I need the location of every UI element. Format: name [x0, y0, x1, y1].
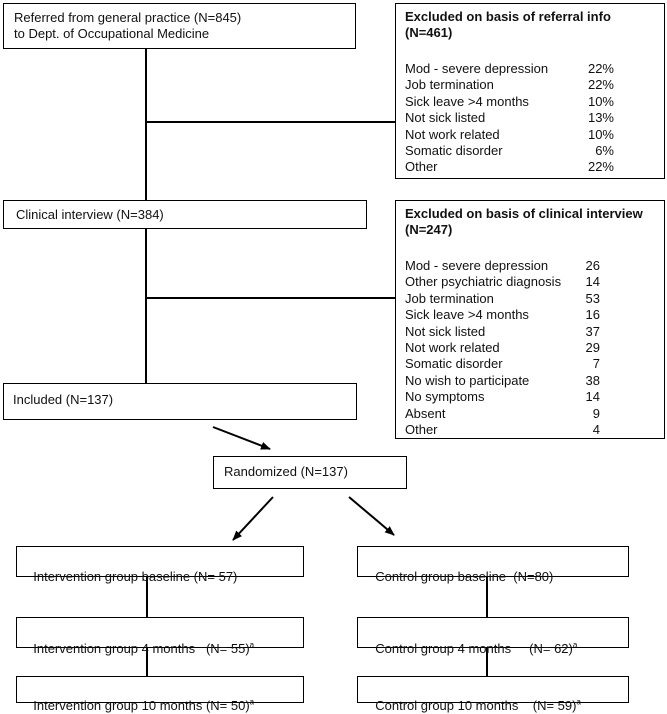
item-value: 14 — [585, 274, 600, 290]
randomized-label: Randomized (N=137) — [224, 464, 348, 479]
control-10m-box: Control group 10 months (N= 59)a — [357, 676, 629, 713]
list-item: Sick leave >4 months 16 — [405, 307, 600, 323]
intervention-baseline-label: Intervention group baseline (N= 57) — [33, 569, 238, 584]
item-label: Sick leave >4 months — [405, 93, 529, 109]
item-label: Sick leave >4 months — [405, 307, 529, 323]
item-value: 6% — [595, 142, 614, 158]
list-item: Somatic disorder 6% — [405, 143, 614, 159]
list-item: Absent 9 — [405, 406, 600, 422]
item-label: No symptoms — [405, 389, 485, 405]
excluded-interview-box: Excluded on basis of clinical interview … — [395, 200, 665, 439]
item-value: 10% — [587, 93, 614, 109]
item-label: Somatic disorder — [405, 356, 503, 372]
clinical-interview-box: Clinical interview (N=384) — [3, 200, 367, 229]
item-label: Somatic disorder — [405, 142, 503, 158]
clinical-interview-label: Clinical interview (N=384) — [16, 207, 164, 222]
item-value: 38 — [585, 372, 600, 388]
list-item: Other psychiatric diagnosis 14 — [405, 274, 600, 290]
included-label: Included (N=137) — [13, 392, 114, 407]
referred-line-1: Referred from general practice (N=845) — [14, 10, 242, 25]
footnote-marker: a — [249, 640, 255, 650]
footnote-marker: a — [576, 697, 581, 707]
control-10m-label: Control group 10 months (N= 59) — [375, 698, 577, 713]
item-value: 16 — [585, 307, 600, 323]
item-value: 14 — [585, 389, 600, 405]
control-4m-box: Control group 4 months (N= 62)a — [357, 617, 629, 656]
list-item: Mod - severe depression 22% — [405, 61, 614, 77]
item-value: 22% — [587, 61, 614, 76]
item-value: 10% — [587, 126, 614, 142]
item-value: 22% — [587, 159, 614, 175]
intervention-4m-box: Intervention group 4 months (N= 55)a — [16, 617, 304, 656]
item-label: Not sick listed — [405, 110, 486, 126]
item-label: Mod - severe depression — [405, 258, 549, 273]
list-item: Not sick listed 37 — [405, 324, 600, 340]
list-item: Job termination 53 — [405, 291, 600, 307]
item-label: Not sick listed — [405, 323, 486, 339]
item-label: Not work related — [405, 126, 500, 142]
list-item: Mod - severe depression 26 — [405, 258, 600, 274]
intervention-10m-label: Intervention group 10 months (N= 50) — [33, 698, 250, 713]
intervention-10m-box: Intervention group 10 months (N= 50)a — [16, 676, 304, 713]
intervention-4m-label: Intervention group 4 months (N= 55) — [33, 641, 250, 656]
list-item: Not work related 29 — [405, 340, 600, 356]
item-label: Job termination — [405, 77, 494, 93]
item-value: 13% — [587, 110, 614, 126]
item-value: 9 — [592, 405, 600, 421]
list-item: Not sick listed 13% — [405, 110, 614, 126]
arrow-included-to-randomized — [212, 426, 271, 450]
excluded-interview-title: Excluded on basis of clinical interview — [405, 206, 643, 221]
item-label: No wish to participate — [405, 372, 530, 388]
control-baseline-box: Control group baseline (N=80) — [357, 546, 629, 584]
excluded-referral-list: Mod - severe depression 22% Job terminati… — [405, 61, 614, 176]
list-item: No symptoms 14 — [405, 389, 600, 405]
item-label: Other — [405, 421, 438, 437]
arrow-randomized-to-control — [348, 496, 395, 536]
item-label: Other psychiatric diagnosis — [405, 274, 562, 290]
list-item: Somatic disorder 7 — [405, 356, 600, 372]
excluded-interview-list: Mod - severe depression 26 Other psychiat… — [405, 258, 600, 438]
footnote-marker: a — [572, 640, 578, 650]
arrow-randomized-to-intervention — [232, 496, 274, 541]
randomized-box: Randomized (N=137) — [213, 456, 407, 489]
excluded-referral-box: Excluded on basis of referral info (N=46… — [395, 3, 665, 179]
referred-box: Referred from general practice (N=845) t… — [3, 3, 356, 49]
item-value: 22% — [587, 77, 614, 93]
excluded-interview-count: (N=247) — [405, 222, 453, 237]
list-item: Not work related 10% — [405, 127, 614, 143]
included-box: Included (N=137) — [3, 383, 357, 420]
item-value: 29 — [585, 339, 600, 355]
control-4m-label: Control group 4 months (N= 62) — [375, 641, 573, 656]
item-label: Job termination — [405, 290, 494, 306]
excluded-referral-count: (N=461) — [405, 25, 453, 40]
list-item: Other 22% — [405, 159, 614, 175]
item-value: 7 — [592, 356, 600, 372]
list-item: Sick leave >4 months 10% — [405, 94, 614, 110]
referred-line-2: to Dept. of Occupational Medicine — [14, 26, 210, 41]
item-value: 37 — [585, 323, 600, 339]
footnote-marker: a — [249, 697, 255, 707]
item-value: 26 — [585, 258, 600, 273]
control-baseline-label: Control group baseline (N=80) — [375, 569, 554, 584]
excluded-referral-title: Excluded on basis of referral info — [405, 9, 611, 24]
item-label: Other — [405, 159, 438, 175]
list-item: Other 4 — [405, 422, 600, 438]
intervention-baseline-box: Intervention group baseline (N= 57) — [16, 546, 304, 584]
item-label: Not work related — [405, 339, 500, 355]
item-label: Mod - severe depression — [405, 61, 549, 76]
item-label: Absent — [405, 405, 446, 421]
item-value: 53 — [585, 290, 600, 306]
list-item: Job termination 22% — [405, 77, 614, 93]
item-value: 4 — [592, 421, 600, 437]
list-item: No wish to participate 38 — [405, 373, 600, 389]
